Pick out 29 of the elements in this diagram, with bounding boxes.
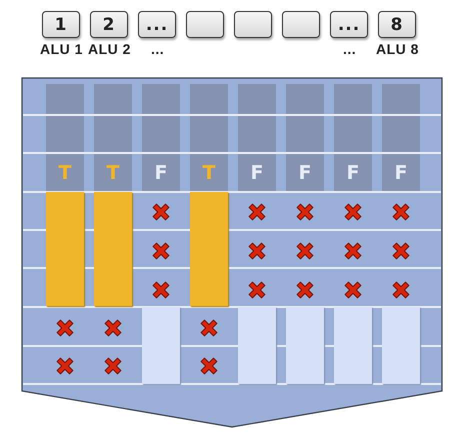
- execution-bar: [334, 307, 372, 384]
- predicate-cell: F: [382, 84, 420, 191]
- alu-box: [234, 11, 272, 38]
- alu-box: 1: [42, 11, 80, 38]
- predicate-cell: F: [238, 84, 276, 191]
- execution-bar: [382, 307, 420, 384]
- predicate-cell: T: [46, 84, 84, 191]
- alu-box: ...: [330, 11, 368, 38]
- predicate-cell: F: [334, 84, 372, 191]
- alu-label: ALU 1: [40, 42, 83, 58]
- alu-box: 8: [378, 11, 416, 38]
- alu-label: ...: [151, 42, 164, 58]
- predicate-cell: T: [190, 84, 228, 191]
- alu-label: ...: [343, 42, 356, 58]
- alu-box: ...: [138, 11, 176, 38]
- alu-box: [186, 11, 224, 38]
- alu-label: ALU 2: [88, 42, 131, 58]
- execution-bar: [94, 192, 132, 306]
- predicate-cell: F: [286, 84, 324, 191]
- execution-bar: [190, 192, 228, 306]
- alu-box: 2: [90, 11, 128, 38]
- execution-bar: [142, 307, 180, 384]
- execution-bar: [46, 192, 84, 306]
- execution-bar: [286, 307, 324, 384]
- execution-bar: [238, 307, 276, 384]
- alu-label: ALU 8: [376, 42, 419, 58]
- predicate-cell: F: [142, 84, 180, 191]
- predicate-cell: T: [94, 84, 132, 191]
- alu-box: [282, 11, 320, 38]
